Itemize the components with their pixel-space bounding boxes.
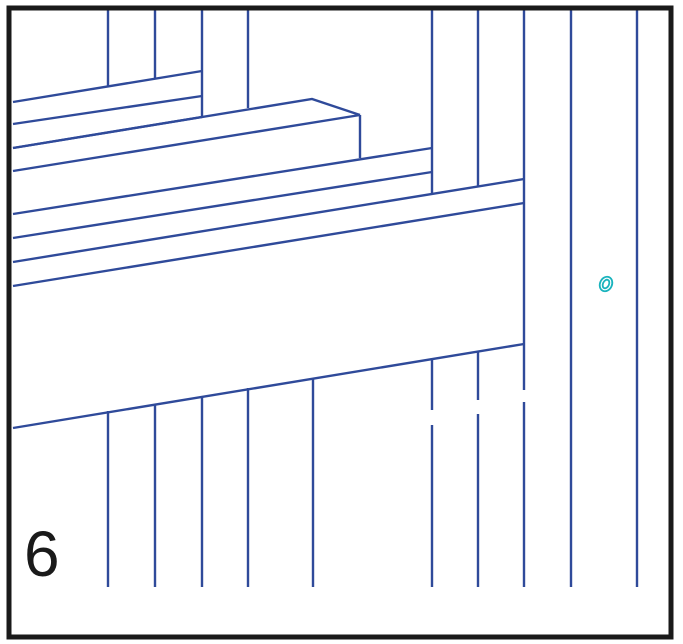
rail-top-edge	[12, 97, 361, 150]
rail-edge	[12, 69, 203, 104]
beam-bottom-edge	[12, 342, 525, 430]
screw-hole-icon	[598, 275, 614, 293]
panel-frame	[6, 5, 674, 640]
step-number: 6	[24, 518, 60, 590]
rail-edge	[12, 94, 203, 126]
rail-edge	[12, 177, 525, 264]
right-post	[569, 10, 639, 587]
rail-bottom-edge	[12, 146, 433, 216]
lower-pickets	[106, 378, 315, 587]
rail-edge	[12, 170, 433, 240]
rail-edge	[12, 201, 525, 288]
top-rail-board	[12, 97, 433, 216]
mid-rail	[12, 170, 525, 288]
main-beam	[12, 342, 525, 430]
broken-pickets	[430, 351, 526, 587]
upper-pickets	[106, 10, 526, 390]
rail-front-edge	[12, 113, 361, 173]
